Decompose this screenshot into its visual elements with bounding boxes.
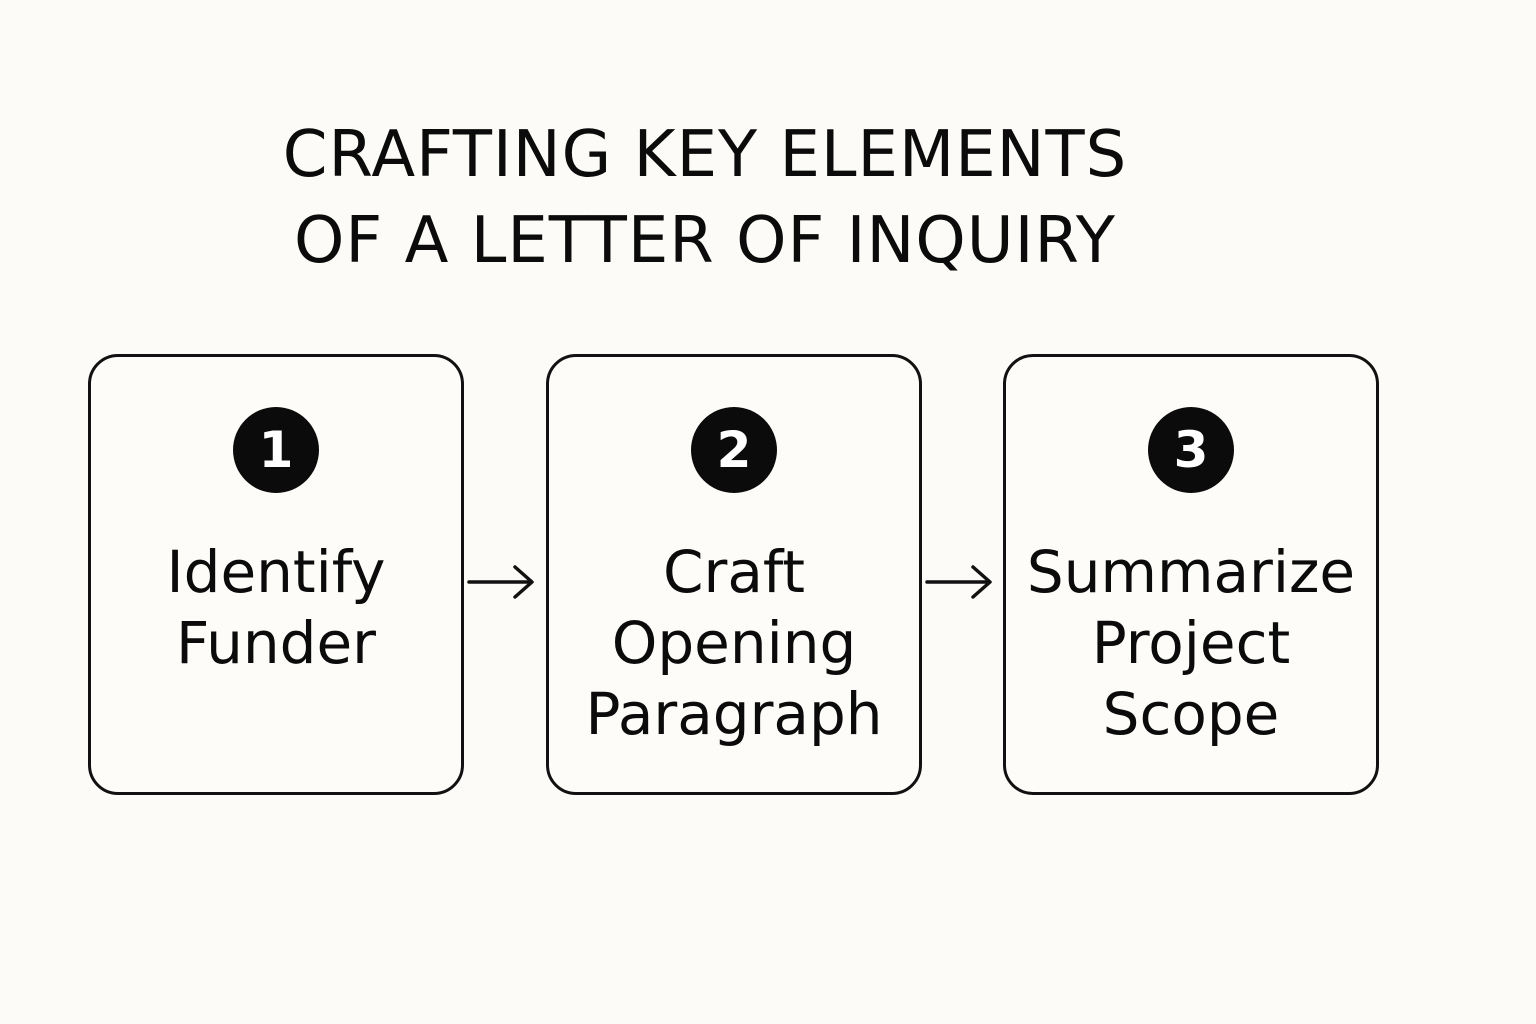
step-1-line-2: Funder [175,609,377,677]
step-label-3: Summarize Project Scope [1006,537,1376,750]
step-label-2: Craft Opening Paragraph [549,537,919,750]
step-2-line-1: Craft [662,538,806,606]
step-number-badge-3: 3 [1148,407,1234,493]
arrow-right-icon [925,565,992,599]
step-2-line-3: Paragraph [585,680,883,748]
title-line-1: CRAFTING KEY ELEMENTS [282,118,1128,192]
step-number-badge-1: 1 [233,407,319,493]
step-card-1: 1 Identify Funder [88,354,464,795]
step-number-badge-2: 2 [691,407,777,493]
step-card-2: 2 Craft Opening Paragraph [546,354,922,795]
title-line-2: OF A LETTER OF INQUIRY [294,204,1116,278]
arrow-right-icon [467,565,534,599]
step-1-line-1: Identify [166,538,386,606]
step-3-line-2: Project [1091,609,1291,677]
step-label-1: Identify Funder [91,537,461,679]
step-3-line-3: Scope [1102,680,1280,748]
step-2-line-2: Opening [611,609,857,677]
step-card-3: 3 Summarize Project Scope [1003,354,1379,795]
diagram-title: CRAFTING KEY ELEMENTS OF A LETTER OF INQ… [0,112,1410,284]
step-3-line-1: Summarize [1026,538,1356,606]
